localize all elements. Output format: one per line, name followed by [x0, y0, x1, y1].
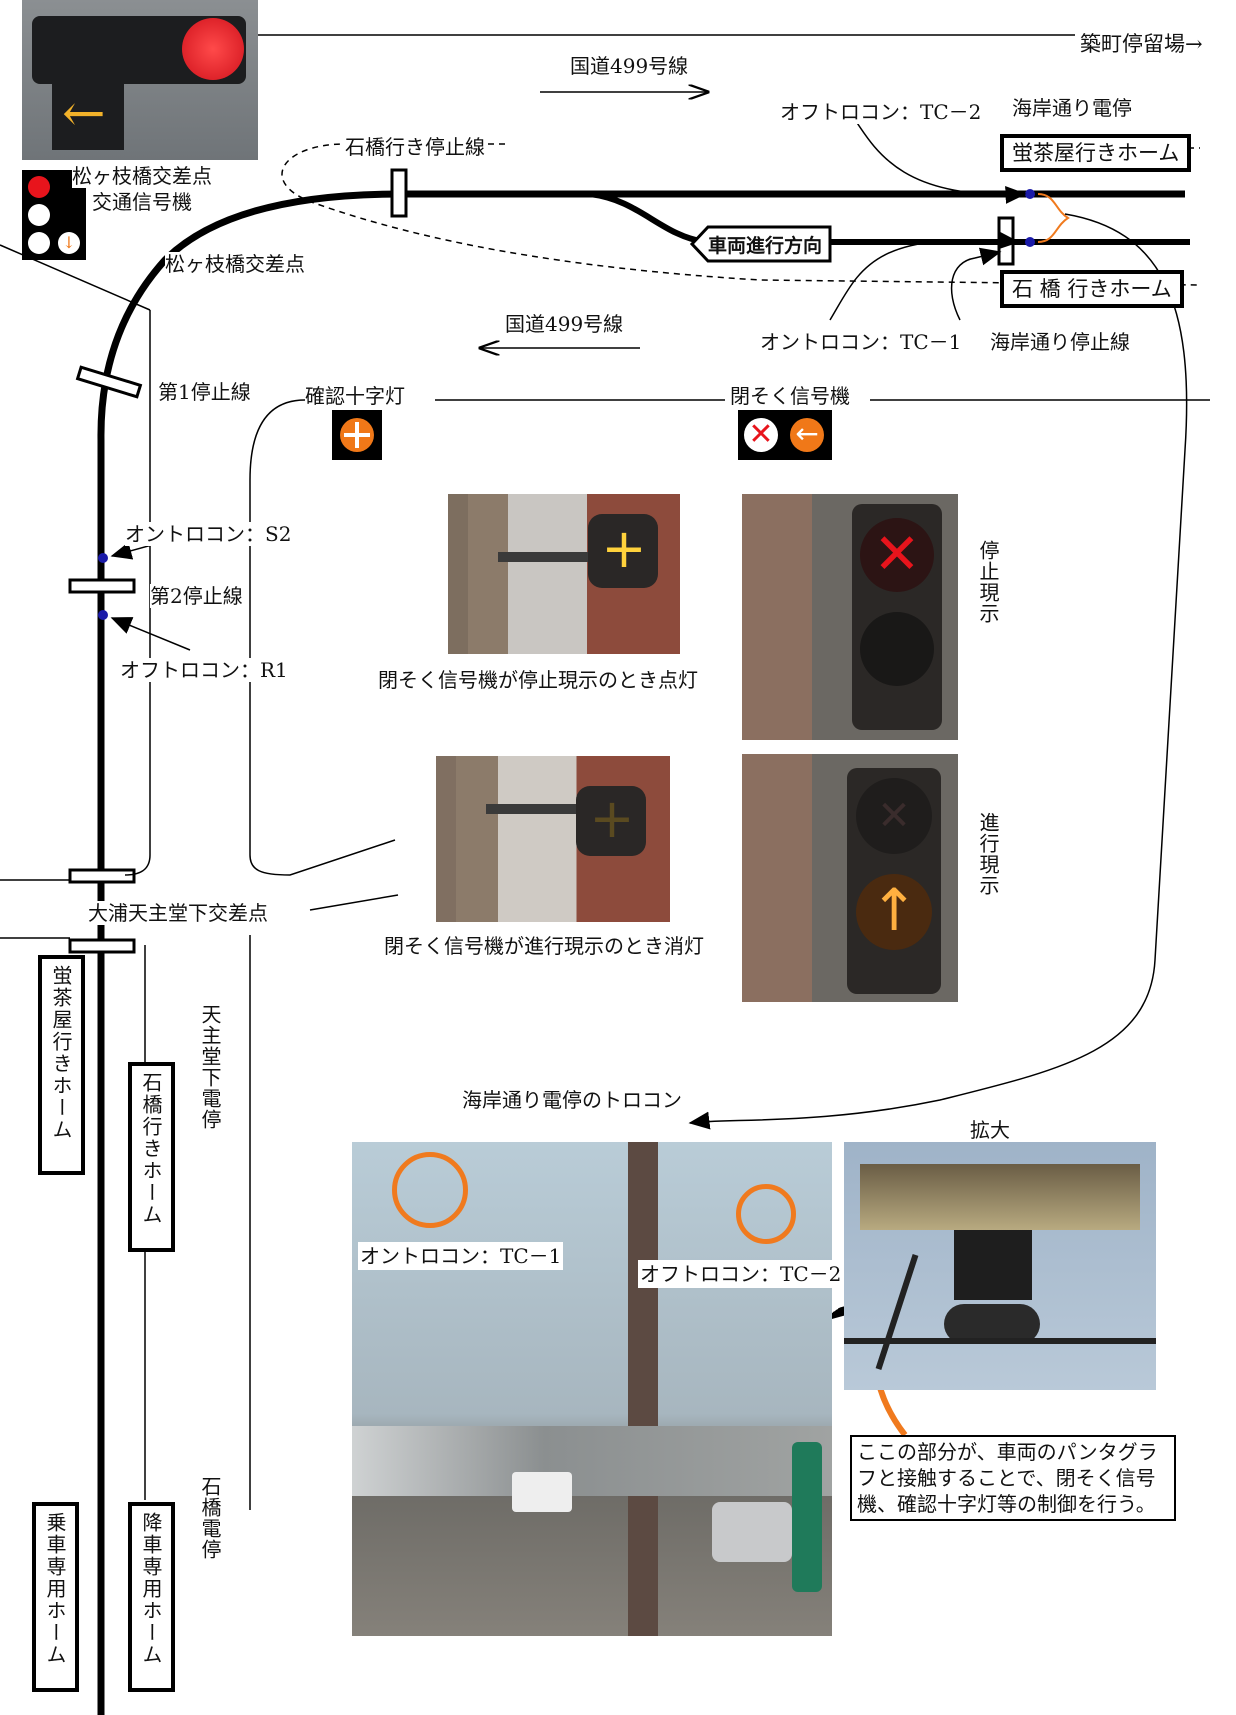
stop-x-icon: ✕ [744, 418, 778, 452]
alighting-platform: 降車専用ホーム [128, 1502, 175, 1692]
platform-hotaruchaya-tenshudo: 蛍茶屋行きホーム [38, 955, 85, 1175]
off-trolley-tc2-label: オフトロコン：TC－2 [780, 100, 982, 124]
trolley-zoom-photo [844, 1142, 1156, 1390]
trolley-photo-title: 海岸通り電停のトロコン [462, 1088, 682, 1112]
confirm-cross-label: 確認十字灯 [305, 384, 405, 408]
cross-light-lit-photo: + [448, 494, 680, 654]
r1-dot [98, 610, 108, 620]
ishibashi-stop-name: 石橋電停 [198, 1476, 222, 1560]
ishibashi-stop-line-mark [390, 168, 408, 218]
off-trolley-r1-label: オフトロコン：R1 [120, 658, 288, 682]
ishibashi-stop-line-label: 石橋行き停止線 [345, 135, 485, 159]
matsugaebashi-signal-photo: ← [22, 0, 258, 160]
platform-ishibashi-tenshudo: 石橋行きホーム [128, 1062, 175, 1252]
left-arrow-icon: ← [62, 84, 106, 144]
road-label-west: 国道499号線 [505, 312, 624, 336]
stop-aspect-label: 停止現示 [976, 540, 1000, 624]
block-signal-label: 閉そく信号機 [730, 384, 850, 408]
block-signal-stop-photo: ✕ [742, 494, 958, 740]
destination-label: 築町停留場→ [1080, 32, 1203, 56]
on-trolley-tc1-label: オントロコン：TC－1 [760, 330, 962, 354]
kaigan-stop-line-label: 海岸通り停止線 [990, 330, 1130, 354]
oura-intersection-label: 大浦天主堂下交差点 [88, 901, 268, 925]
proceed-aspect-label: 進行現示 [976, 812, 1000, 896]
trolley-off-label: オフトロコン：TC－2 [638, 1260, 844, 1288]
intersection-mark-1 [68, 868, 136, 884]
platform-ishibashi-kaigan: 石 橋 行きホーム [1000, 270, 1184, 308]
s2-dot [98, 553, 108, 563]
proceed-arrow-icon: ← [790, 418, 824, 452]
boarding-platform: 乗車専用ホーム [32, 1502, 79, 1692]
road-label-east: 国道499号線 [570, 54, 689, 78]
kaigan-stop-name: 海岸通り電停 [1012, 96, 1132, 120]
platform-hotaruchaya-kaigan: 蛍茶屋行きホーム [1000, 134, 1192, 172]
block-signal-icon: ✕ ← [738, 410, 832, 460]
stop-line-1-mark [75, 365, 143, 399]
stop-line-1-label: 第1停止線 [158, 380, 251, 404]
tenshudo-stop-name: 天主堂下電停 [198, 1004, 222, 1130]
block-signal-proceed-photo: ✕ ↑ [742, 754, 958, 1002]
trolley-contact-photo [352, 1142, 832, 1636]
intersection-mark-2 [68, 938, 136, 954]
zoom-title: 拡大 [970, 1118, 1010, 1142]
tc1-dot [1025, 237, 1035, 247]
stop-line-2-mark [68, 578, 136, 594]
cross-off-caption: 閉そく信号機が進行現示のとき消灯 [384, 934, 704, 958]
on-trolley-s2-label: オントロコン：S2 [125, 522, 292, 546]
track-siding [589, 191, 1190, 245]
road-outline-dashed [281, 143, 1201, 286]
matsugaebashi-intersection: 松ヶ枝橋交差点 [165, 252, 305, 276]
cross-lit-caption: 閉そく信号機が停止現示のとき点灯 [378, 668, 698, 692]
cross-light-off-photo: + [436, 756, 670, 922]
direction-arrow: 車両進行方向 [690, 225, 832, 263]
tc2-dot [1025, 189, 1035, 199]
trolley-on-label: オントロコン：TC－1 [358, 1242, 564, 1270]
signal-label-1: 松ヶ枝橋交差点 [72, 164, 212, 188]
trolley-note: ここの部分が、車両のパンタグラフと接触することで、閉そく信号機、確認十字灯等の制… [850, 1435, 1176, 1521]
stop-line-2-label: 第2停止線 [150, 584, 243, 608]
confirm-cross-icon [332, 410, 382, 460]
signal-label-2: 交通信号機 [92, 190, 192, 214]
